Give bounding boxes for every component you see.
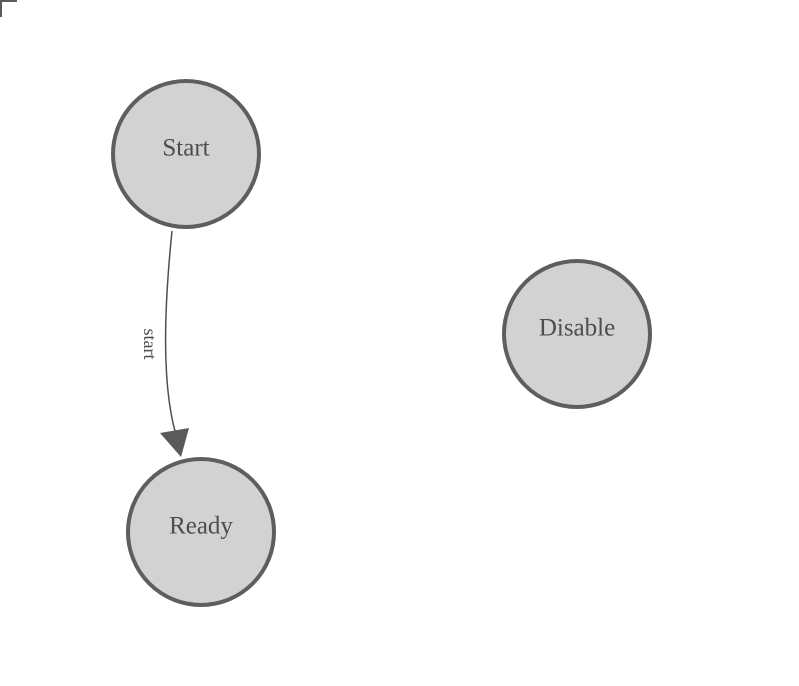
node-label: Disable [539,315,615,342]
edge-line [164,230,176,432]
state-node-ready[interactable]: Ready [126,457,276,607]
node-circle[interactable] [126,457,276,607]
state-node-start[interactable]: Start [111,79,261,229]
node-label: Start [162,135,209,162]
edge-arrowhead [160,428,189,457]
edge-label: start [140,329,160,360]
node-label: Ready [169,513,233,540]
node-circle[interactable] [502,259,652,409]
transition-edge-start-to-ready[interactable]: start [140,230,189,457]
canvas-corner-mark [0,0,17,17]
state-node-disable[interactable]: Disable [502,259,652,409]
node-circle[interactable] [111,79,261,229]
